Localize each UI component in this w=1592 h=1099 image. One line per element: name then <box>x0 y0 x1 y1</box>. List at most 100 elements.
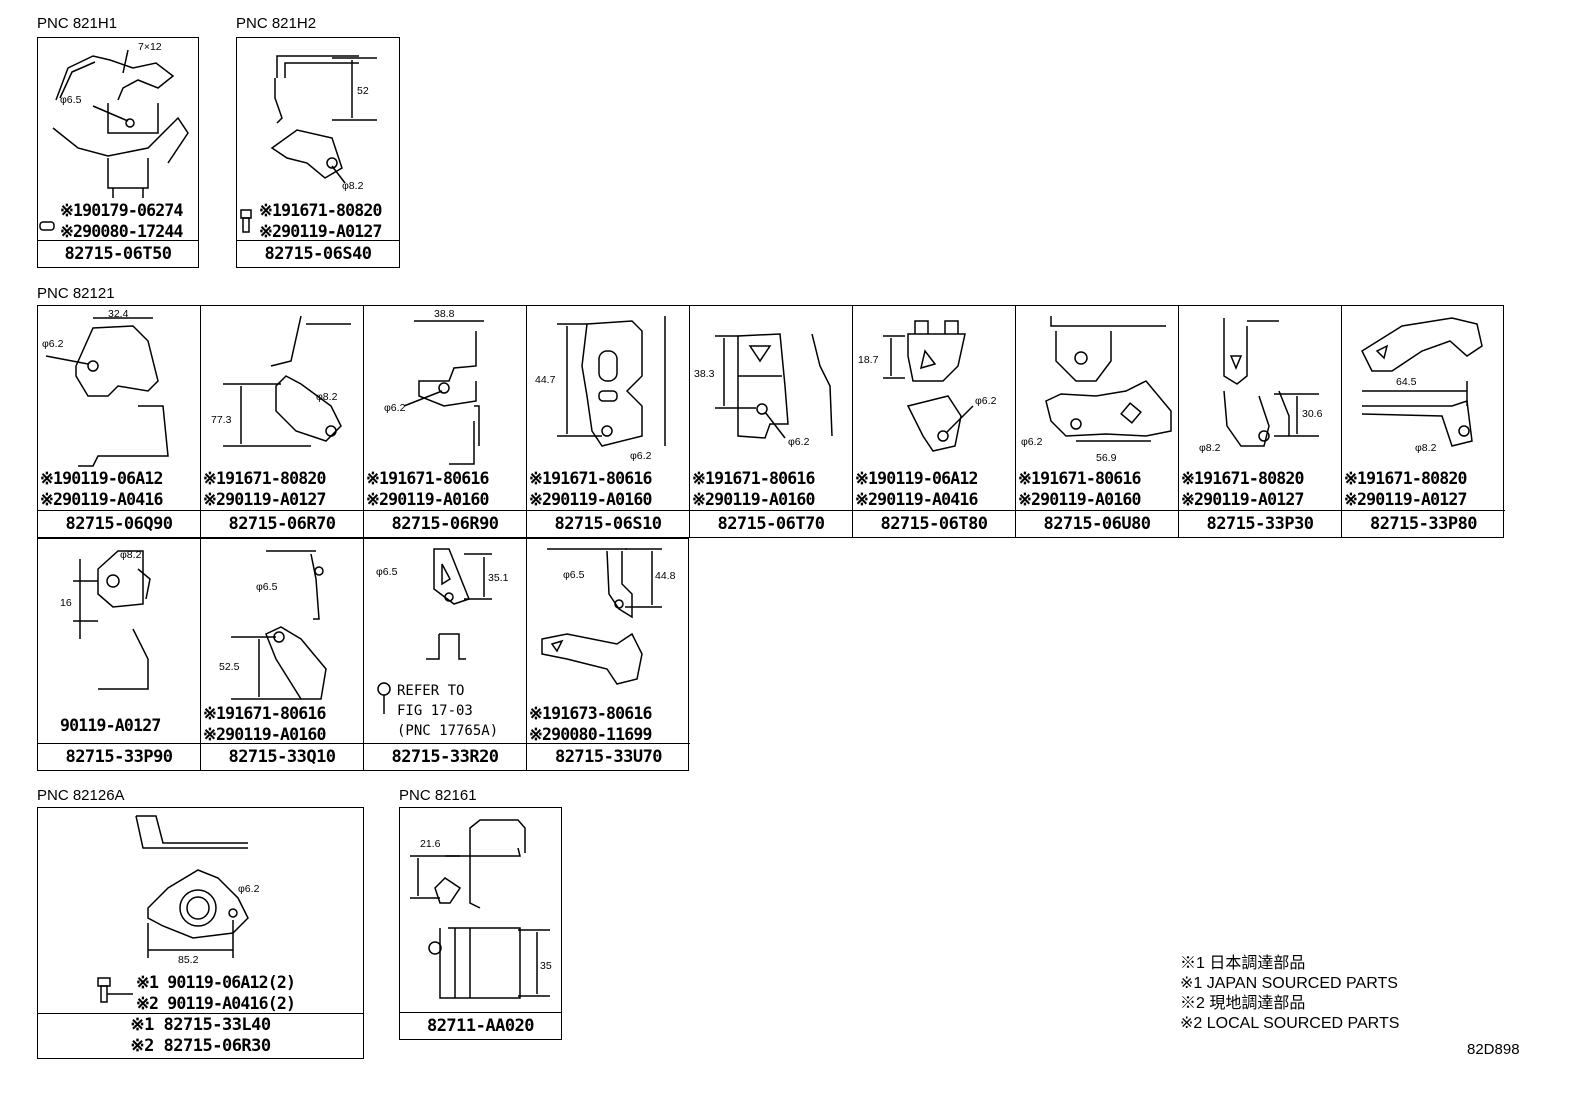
dimension-label: φ6.2 <box>788 436 810 448</box>
bracket-drawing <box>403 320 484 465</box>
dimension-label: 44.8 <box>655 570 676 582</box>
bracket-panel-82126a[interactable]: φ6.2 85.2 ※1 90119-06A12(2) ※2 90119-A04… <box>37 807 364 1059</box>
bracket-cell-82715-06t70[interactable]: 38.3 φ6.2 ※191671-80616 ※290119-A0160 82… <box>690 306 853 537</box>
bracket-cell-82715-06u80[interactable]: φ6.2 56.9 ※191671-80616 ※290119-A0160 82… <box>1016 306 1179 537</box>
fastener-part-numbers: 90119-A0127 <box>60 715 161 736</box>
part-number: ※191671-80616 <box>203 704 326 723</box>
part-number: ※290119-A0416 <box>855 490 978 509</box>
part-number: ※290119-A0160 <box>692 490 815 509</box>
bracket-cell-82715-06r90[interactable]: 38.8 φ6.2 ※191671-80616 ※290119-A0160 82… <box>364 306 527 537</box>
bracket-drawing <box>231 550 327 700</box>
part-number[interactable]: ※2 82715-06R30 <box>130 1036 271 1056</box>
part-number-label[interactable]: 82715-06S10 <box>527 510 689 537</box>
bracket-row-2: φ8.2 16 90119-A0127 82715-33P90 φ6.5 52.… <box>37 538 690 771</box>
part-number: ※290119-A0160 <box>203 725 326 744</box>
bracket-cell-82715-33r20[interactable]: φ6.5 35.1 REFER TO FIG 17-03 (PNC 17765A… <box>364 539 527 770</box>
bracket-drawing <box>715 333 833 439</box>
fastener-part-numbers: ※191671-80820 ※290119-A0127 <box>203 468 326 510</box>
dimension-label: 35 <box>540 960 552 972</box>
bracket-cell-82715-06q90[interactable]: 32.4 φ6.2 ※190119-06A12 ※290119-A0416 82… <box>38 306 201 537</box>
bracket-cell-82715-06t80[interactable]: 18.7 φ6.2 ※190119-06A12 ※290119-A0416 82… <box>853 306 1016 537</box>
part-number: ※191671-80616 <box>692 469 815 488</box>
bracket-panel-82715-06s40[interactable]: 52 φ8.2 ※191671-80820 ※290119-A0127 8271… <box>236 37 400 268</box>
fastener-part-numbers: ※191671-80820 ※290119-A0127 <box>259 200 382 242</box>
part-number-label[interactable]: 82715-06T50 <box>38 240 198 267</box>
part-number-label[interactable]: 82715-06T80 <box>853 510 1015 537</box>
part-number: 90119-A0127 <box>60 716 161 735</box>
part-number: ※191671-80820 <box>203 469 326 488</box>
bracket-cell-82715-33u70[interactable]: φ6.5 44.8 ※191673-80616 ※290080-11699 82… <box>527 539 690 770</box>
part-number-label[interactable]: 82715-33P30 <box>1179 510 1341 537</box>
dimension-label: φ6.5 <box>60 94 82 106</box>
dimension-label: 85.2 <box>178 954 199 966</box>
fastener-part-numbers: ※191671-80616 ※290119-A0160 <box>366 468 489 510</box>
dimension-label: 16 <box>60 597 72 609</box>
section-label-82161: PNC 82161 <box>399 787 477 804</box>
part-number: ※190179-06274 <box>60 201 183 220</box>
part-number: ※290119-A0416 <box>40 490 163 509</box>
part-number-label[interactable]: 82715-33P80 <box>1342 510 1505 537</box>
part-number-label[interactable]: 82715-06S40 <box>237 240 399 267</box>
fastener-part-numbers: ※191671-80616 ※290119-A0160 <box>692 468 815 510</box>
bracket-drawing <box>557 316 666 447</box>
bracket-drawing <box>377 548 492 714</box>
part-number: ※290119-A0160 <box>366 490 489 509</box>
part-number-label[interactable]: 82715-33Q10 <box>201 743 363 770</box>
fastener-part-numbers: ※191671-80820 ※290119-A0127 <box>1344 468 1467 510</box>
part-number-label[interactable]: 82715-33U70 <box>527 743 690 770</box>
reference-note: REFER TO FIG 17-03 (PNC 17765A) <box>397 681 498 741</box>
part-number-label[interactable]: ※1 82715-33L40 ※2 82715-06R30 <box>38 1013 363 1058</box>
part-number: ※290080-17244 <box>60 222 183 241</box>
bracket-drawing <box>1045 316 1172 442</box>
fastener-part-numbers: ※190119-06A12 ※290119-A0416 <box>40 468 163 510</box>
part-number-label[interactable]: 82715-33P90 <box>38 743 200 770</box>
bracket-row-1: 32.4 φ6.2 ※190119-06A12 ※290119-A0416 82… <box>37 305 1505 538</box>
part-number[interactable]: ※1 82715-33L40 <box>130 1015 271 1035</box>
part-number: ※190119-06A12 <box>40 469 163 488</box>
legend-line: ※2 LOCAL SOURCED PARTS <box>1180 1015 1400 1032</box>
bracket-drawing <box>1361 317 1483 447</box>
dimension-label: φ6.2 <box>1021 436 1043 448</box>
part-number: ※290119-A0127 <box>1181 490 1304 509</box>
part-number-label[interactable]: 82711-AA020 <box>400 1012 561 1039</box>
bracket-cell-82715-06s10[interactable]: 44.7 φ6.2 ※191671-80616 ※290119-A0160 82… <box>527 306 690 537</box>
dimension-label: φ6.2 <box>42 338 64 350</box>
dimension-label: 21.6 <box>420 838 441 850</box>
dimension-label: φ8.2 <box>120 549 142 561</box>
bracket-drawing <box>240 55 377 233</box>
bracket-panel-82161[interactable]: 21.6 35 82711-AA020 <box>399 807 562 1040</box>
bracket-cell-82715-33p30[interactable]: 30.6 φ8.2 ※191671-80820 ※290119-A0127 82… <box>1179 306 1342 537</box>
part-number-label[interactable]: 82715-33R20 <box>364 743 526 770</box>
bracket-cell-82715-06r70[interactable]: 77.3 φ8.2 ※191671-80820 ※290119-A0127 82… <box>201 306 364 537</box>
dimension-label: 52 <box>357 85 369 97</box>
bracket-panel-82715-06t50[interactable]: 7×12 φ6.5 ※190179-06274 ※290080-17244 82… <box>37 37 199 268</box>
part-number-label[interactable]: 82715-06T70 <box>690 510 852 537</box>
legend-line: ※1 日本調達部品 <box>1180 955 1306 972</box>
part-number-label[interactable]: 82715-06R70 <box>201 510 363 537</box>
bracket-drawing <box>97 815 249 1003</box>
reference-line: FIG 17-03 <box>397 703 473 719</box>
dimension-label: 77.3 <box>211 414 232 426</box>
fastener-part-numbers: ※191671-80616 ※290119-A0160 <box>529 468 652 510</box>
section-label-82121: PNC 82121 <box>37 285 115 302</box>
part-number: ※290119-A0160 <box>529 490 652 509</box>
dimension-label: φ8.2 <box>342 180 364 192</box>
dimension-label: 44.7 <box>535 374 556 386</box>
section-label-82126a: PNC 82126A <box>37 787 125 804</box>
bracket-cell-82715-33q10[interactable]: φ6.5 52.5 ※191671-80616 ※290119-A0160 82… <box>201 539 364 770</box>
dimension-label: 64.5 <box>1396 376 1417 388</box>
part-number: ※290119-A0127 <box>203 490 326 509</box>
part-number-label[interactable]: 82715-06R90 <box>364 510 526 537</box>
dimension-label: φ8.2 <box>1199 442 1221 454</box>
part-number-label[interactable]: 82715-06Q90 <box>38 510 200 537</box>
dimension-label: 56.9 <box>1096 452 1117 464</box>
part-number-label[interactable]: 82715-06U80 <box>1016 510 1178 537</box>
fastener-part-numbers: ※190179-06274 ※290080-17244 <box>60 200 183 242</box>
bracket-cell-82715-33p80[interactable]: 64.5 φ8.2 ※191671-80820 ※290119-A0127 82… <box>1342 306 1505 537</box>
bracket-drawing <box>410 819 550 999</box>
fastener-part-numbers: ※191671-80616 ※290119-A0160 <box>203 703 326 745</box>
bracket-cell-82715-33p90[interactable]: φ8.2 16 90119-A0127 82715-33P90 <box>38 539 201 770</box>
dimension-label: 18.7 <box>858 354 879 366</box>
part-number: ※290119-A0127 <box>1344 490 1467 509</box>
bracket-drawing <box>73 550 151 690</box>
